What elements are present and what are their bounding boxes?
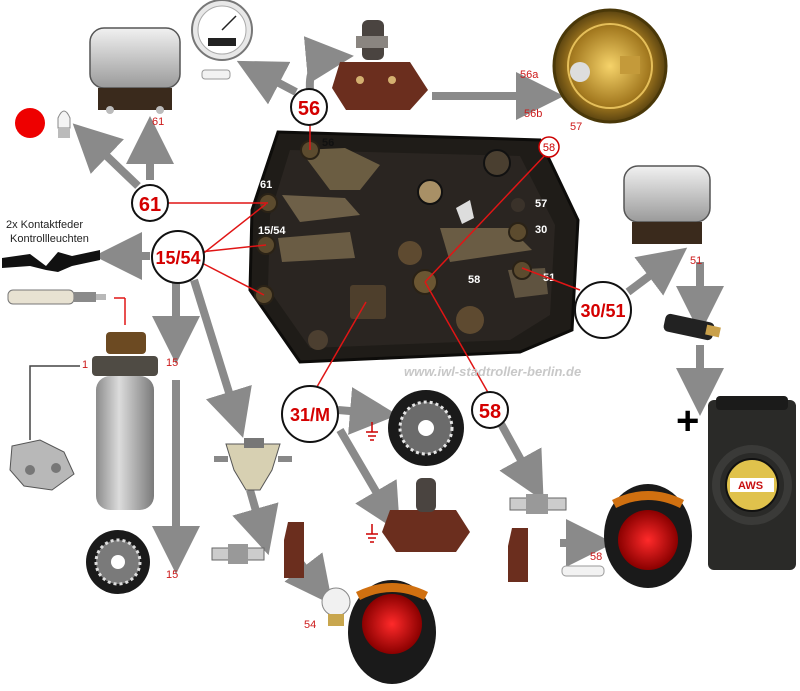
brake-light-switch (214, 438, 292, 491)
circle-3051-label: 30/51 (580, 301, 625, 321)
plate-label-56: 56 (322, 137, 334, 149)
arrow-56-to-dimmer-switch (303, 36, 354, 91)
circle-58: 58 (471, 391, 509, 429)
arrow-58-to-connector (496, 420, 544, 502)
plus-sign: + (676, 399, 699, 443)
terminal-label-15-lamp: 15 (166, 569, 178, 581)
festoon-bulb-bottom (561, 565, 605, 577)
side-lamp-front (86, 530, 150, 594)
terminal-label-51: 51 (690, 255, 702, 267)
circle-1554-label: 15/54 (155, 248, 200, 268)
circle-61: 61 (131, 184, 169, 222)
bulb-holder-left (284, 522, 304, 578)
terminal-label-56b: 56b (524, 108, 542, 120)
circle-61-label: 61 (139, 194, 161, 216)
festoon-bulb-top (201, 69, 231, 80)
plate-label-31: 31 (362, 361, 374, 373)
warning-lamp (15, 108, 71, 138)
headlight (552, 8, 668, 124)
terminal-label-61: 61 (152, 116, 164, 128)
tail-light-bottom (348, 580, 436, 684)
circle-1554: 15/54 (151, 230, 205, 284)
kontaktfeder-note: 2x Kontaktfeder (6, 219, 83, 231)
connector-right (509, 494, 567, 514)
terminal-label-56a: 56a (520, 69, 539, 81)
spark-plug (7, 289, 106, 305)
arrow-31m-to-switch (336, 427, 401, 533)
dimmer-switch-bottom (382, 478, 470, 552)
kontrollleuchten-note: Kontrollleuchten (10, 233, 89, 245)
plate-label-61: 61 (260, 179, 272, 191)
circle-3051: 30/51 (574, 281, 632, 339)
coil-wire (29, 365, 80, 440)
circle-56-label: 56 (298, 98, 320, 120)
bulb-holder-right (508, 528, 528, 582)
ground-symbol-lower (366, 524, 378, 543)
plate-label-57: 57 (535, 198, 547, 210)
battery (708, 396, 796, 570)
watermark-text: www.iwl-stadtroller-berlin.de (404, 364, 581, 379)
terminal-label-54: 54 (304, 619, 316, 631)
distribution-plate (248, 130, 580, 364)
arrow-31m-to-headlamp-ground (337, 387, 398, 435)
plate-label-30: 30 (535, 224, 547, 236)
terminal-label-15-coil: 15 (166, 357, 178, 369)
arrow-3051-to-regulator (625, 247, 688, 296)
voltage-regulator-right (623, 165, 711, 244)
circle-58-small-label: 58 (543, 142, 555, 154)
screw-30 (508, 222, 528, 242)
brake-bulb (321, 587, 351, 626)
screw-57 (511, 198, 525, 212)
circle-58-label: 58 (479, 401, 501, 423)
plate-label-1554: 15/54 (258, 225, 286, 237)
ground-symbol-upper (366, 422, 378, 441)
terminal-label-57: 57 (570, 121, 582, 133)
breaker-points (9, 439, 75, 491)
circle-58-small: 58 (538, 136, 560, 158)
circle-31m-label: 31/M (290, 405, 330, 425)
battery-brand: AWS (738, 480, 763, 492)
dimmer-switch-top (332, 20, 428, 110)
tail-light-right (604, 484, 692, 588)
circle-31m: 31/M (281, 385, 339, 443)
ignition-coil (92, 332, 158, 510)
voltage-regulator-left (89, 27, 181, 114)
screw-51 (512, 260, 532, 280)
arrow-61-to-warning-lamp (72, 123, 141, 189)
rear-lamp-black (388, 390, 464, 466)
arrow-brake-to-connector (232, 488, 279, 556)
fuse-holder (663, 313, 721, 341)
arrow-1554-to-brake-switch (190, 278, 252, 438)
circle-56: 56 (290, 88, 328, 126)
connection-arrows (72, 36, 724, 606)
speedometer (191, 0, 253, 61)
kontaktfeder-clip (2, 250, 100, 272)
terminal-label-58: 58 (590, 551, 602, 563)
terminal-label-1: 1 (82, 359, 88, 371)
plate-label-58-plate: 58 (468, 274, 480, 286)
connector-left (211, 544, 265, 564)
arrow-56-to-speedometer (236, 60, 298, 105)
